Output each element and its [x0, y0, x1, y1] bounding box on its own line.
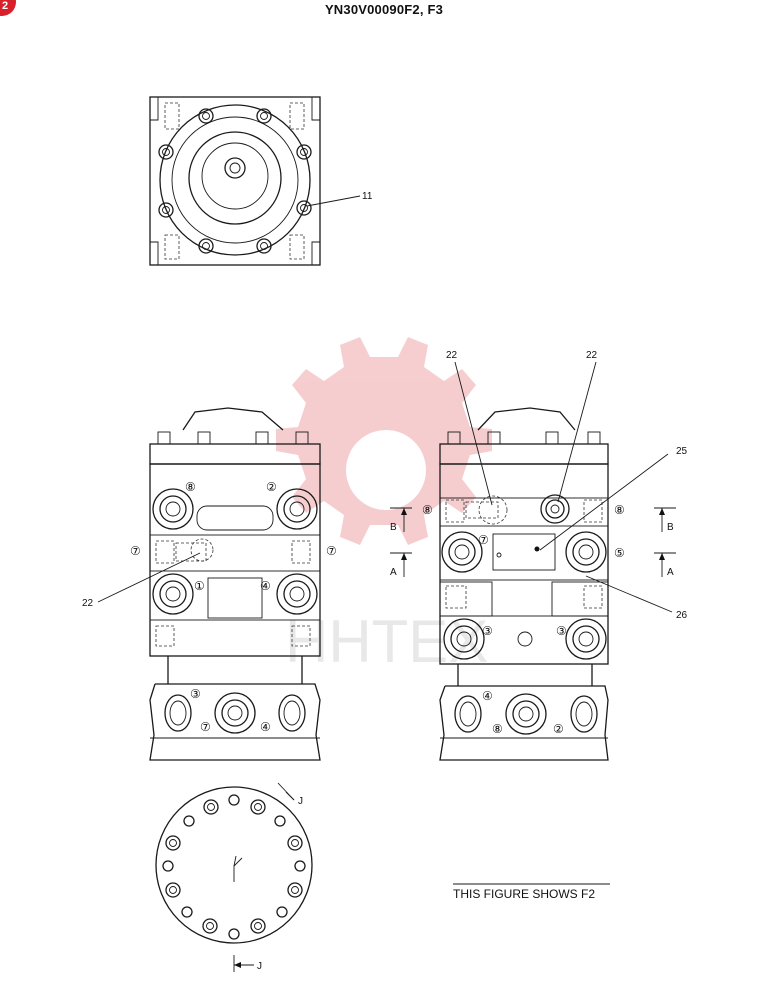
port-8-label-side-bottom: ⑧: [492, 722, 503, 736]
port-4-label-side: ④: [482, 689, 493, 703]
port-2-label: ②: [266, 480, 277, 494]
port-7-label-left: ⑦: [130, 544, 141, 558]
figure-caption: THIS FIGURE SHOWS F2: [453, 883, 610, 901]
side-view-right: ⑧ ⑧ ⑦ ⑤ ③ ③ ④ ⑧ ② 22: [390, 350, 688, 761]
section-b-right: B: [667, 522, 674, 533]
watermark: HHTEX: [276, 337, 492, 675]
callout-22-left: 22: [82, 598, 94, 609]
port-3-label-side-left: ③: [482, 624, 493, 638]
port-4-label: ④: [260, 579, 271, 593]
drawing-title: YN30V00090F2, F3: [324, 2, 444, 17]
port-7-label-right: ⑦: [326, 544, 337, 558]
section-j-bottom: J: [257, 961, 262, 972]
bolt-ring-top: [158, 108, 312, 254]
port-8-label: ⑧: [185, 480, 196, 494]
caption-text: THIS FIGURE SHOWS F2: [453, 887, 595, 901]
port-8-label-side-left: ⑧: [422, 503, 433, 517]
section-a-left: A: [390, 567, 397, 578]
port-3-label-bottom: ③: [190, 687, 201, 701]
port-7-label-bottom: ⑦: [200, 720, 211, 734]
section-a-right: A: [667, 567, 674, 578]
top-view: 11: [149, 96, 373, 266]
front-view-left: ⑧ ② ⑦ ⑦ 22 ① ④ ③ ⑦ ④: [82, 407, 337, 761]
port-5-label: ⑤: [614, 546, 625, 560]
port-7-label-side: ⑦: [478, 533, 489, 547]
port-4-label-bottom: ④: [260, 720, 271, 734]
bolt-ring-bottom: [162, 794, 306, 940]
port-3-label-side-right: ③: [556, 624, 567, 638]
page-badge-number: 2: [2, 0, 9, 12]
callout-11: 11: [362, 191, 373, 202]
callout-22-top-a: 22: [446, 350, 458, 361]
port-8-label-side-right: ⑧: [614, 503, 625, 517]
port-2-label-side: ②: [553, 722, 564, 736]
callout-26: 26: [676, 610, 688, 621]
bottom-flange-view: J J: [155, 782, 313, 972]
callout-25: 25: [676, 446, 688, 457]
port-1-label: ①: [194, 579, 205, 593]
section-b-left: B: [390, 522, 397, 533]
section-j-top: J: [298, 796, 303, 807]
callout-22-top-b: 22: [586, 350, 598, 361]
